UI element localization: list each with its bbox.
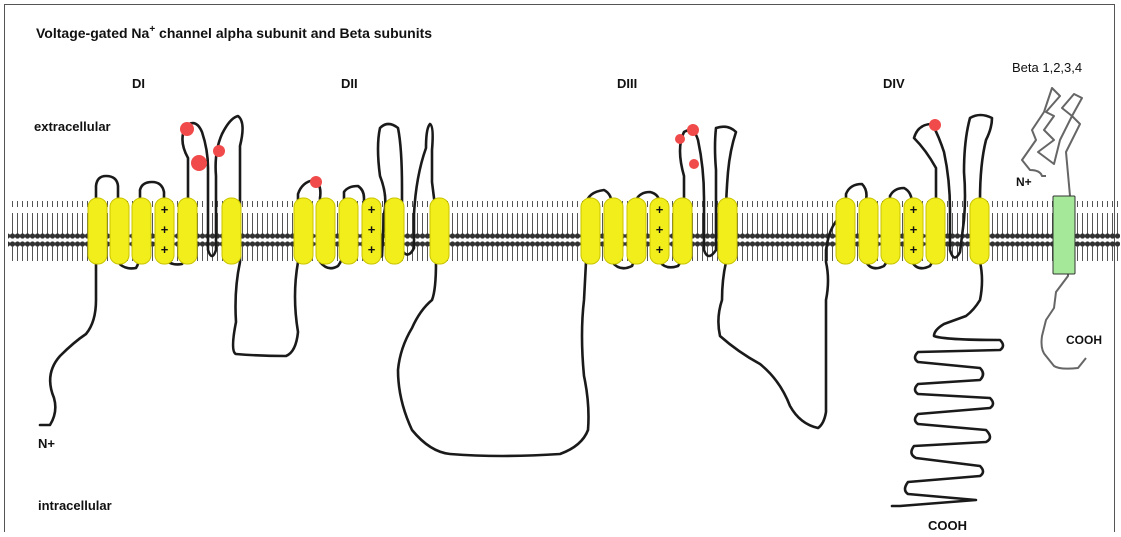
title-part1: Voltage-gated Na bbox=[36, 25, 150, 41]
helix-d1-s6 bbox=[222, 198, 241, 264]
voltage-sensor-charge-d2-1: + bbox=[368, 202, 376, 217]
glycosylation-site-2 bbox=[191, 155, 207, 171]
helix-d2-s2 bbox=[316, 198, 335, 264]
helix-d2-s5 bbox=[385, 198, 404, 264]
glycosylation-site-5 bbox=[687, 124, 699, 136]
voltage-sensor-charge-d1-3: + bbox=[161, 242, 169, 257]
voltage-sensor-charge-d2-3: + bbox=[368, 242, 376, 257]
voltage-sensor-charge-d3-2: + bbox=[656, 222, 664, 237]
helix-d3-s2 bbox=[604, 198, 623, 264]
voltage-sensor-charge-d1-1: + bbox=[161, 202, 169, 217]
helix-d4-s6 bbox=[970, 198, 989, 264]
glycosylation-site-8 bbox=[929, 119, 941, 131]
helix-d3-s1 bbox=[581, 198, 600, 264]
helix-d2-s1 bbox=[294, 198, 313, 264]
voltage-sensor-charge-d2-2: + bbox=[368, 222, 376, 237]
helix-d4-s5 bbox=[926, 198, 945, 264]
voltage-sensor-charge-d3-3: + bbox=[656, 242, 664, 257]
domain-label-2: DII bbox=[341, 76, 358, 91]
helix-d1-s2 bbox=[110, 198, 129, 264]
domain-label-4: DIV bbox=[883, 76, 905, 91]
glycosylation-site-3 bbox=[213, 145, 225, 157]
title-part2: channel alpha subunit and Beta subunits bbox=[155, 25, 432, 41]
glycosylation-sites bbox=[180, 119, 941, 188]
lipid-bilayer bbox=[8, 201, 1120, 261]
n-terminus-alpha-label: N+ bbox=[38, 436, 55, 451]
glycosylation-site-4 bbox=[310, 176, 322, 188]
glycosylation-site-6 bbox=[675, 134, 685, 144]
helix-d2-s3 bbox=[339, 198, 358, 264]
helix-d4-s1 bbox=[836, 198, 855, 264]
voltage-sensor-charge-d4-3: + bbox=[910, 242, 918, 257]
intracellular-label: intracellular bbox=[38, 498, 112, 513]
voltage-sensor-charge-d4-2: + bbox=[910, 222, 918, 237]
cooh-beta-label: COOH bbox=[1066, 333, 1102, 347]
voltage-sensor-charge-d3-1: + bbox=[656, 202, 664, 217]
figure-title: Voltage-gated Na+ channel alpha subunit … bbox=[36, 24, 432, 41]
n-terminus-beta-label: N+ bbox=[1016, 175, 1032, 189]
helix-d4-s3 bbox=[881, 198, 900, 264]
glycosylation-site-7 bbox=[689, 159, 699, 169]
beta-transmembrane-helix bbox=[1053, 196, 1075, 274]
extracellular-label: extracellular bbox=[34, 119, 111, 134]
helix-d3-s6 bbox=[718, 198, 737, 264]
helix-d3-s5 bbox=[673, 198, 692, 264]
beta-subunit-label: Beta 1,2,3,4 bbox=[1012, 60, 1082, 75]
helix-d1-s1 bbox=[88, 198, 107, 264]
helix-d2-s6 bbox=[430, 198, 449, 264]
cooh-alpha-label: COOH bbox=[928, 518, 967, 533]
helix-d3-s3 bbox=[627, 198, 646, 264]
voltage-sensor-charge-d4-1: + bbox=[910, 202, 918, 217]
alpha-subunit-chain bbox=[40, 115, 1003, 506]
helix-d1-s3 bbox=[132, 198, 151, 264]
voltage-sensor-charge-d1-2: + bbox=[161, 222, 169, 237]
helix-d4-s2 bbox=[859, 198, 878, 264]
helix-d1-s5 bbox=[178, 198, 197, 264]
glycosylation-site-1 bbox=[180, 122, 194, 136]
domain-label-3: DIII bbox=[617, 76, 637, 91]
domain-label-1: DI bbox=[132, 76, 145, 91]
